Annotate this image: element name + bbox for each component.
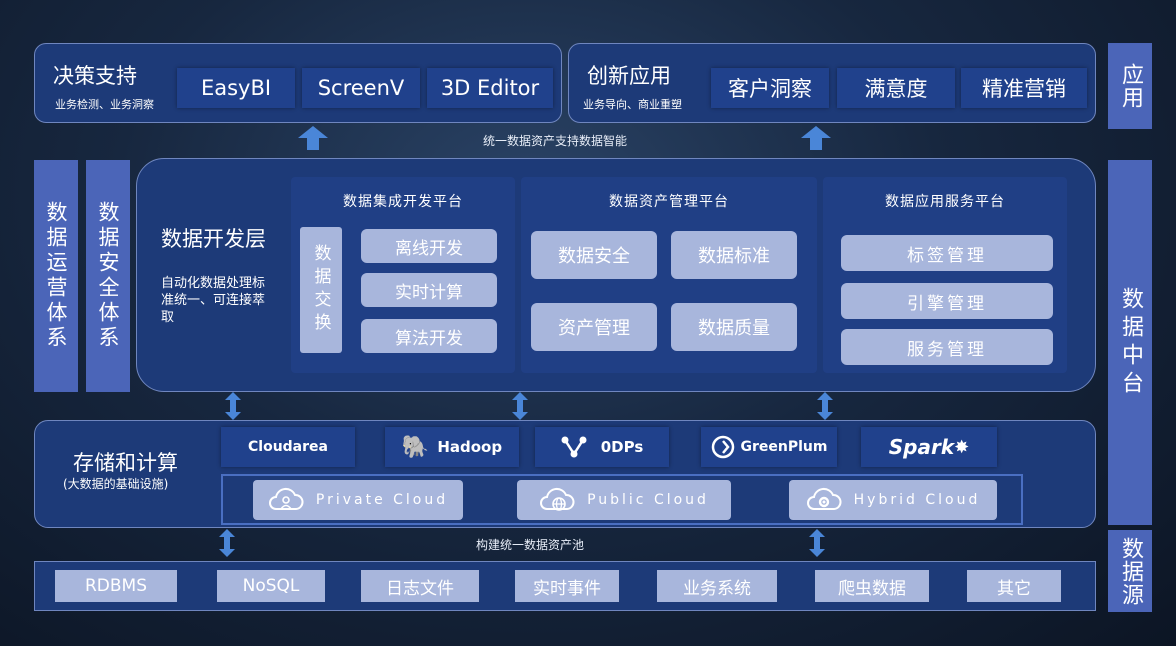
offline-dev[interactable]: 离线开发 — [361, 229, 497, 263]
innovation-panel: 创新应用 业务导向、商业重塑 客户洞察 满意度 精准营销 — [568, 43, 1096, 123]
star-icon: ✸ — [954, 436, 970, 458]
realtime-compute[interactable]: 实时计算 — [361, 273, 497, 307]
nodes-icon — [561, 436, 587, 458]
engine-spark[interactable]: Spark✸ — [861, 427, 997, 467]
source-other[interactable]: 其它 — [967, 570, 1061, 602]
double-arrow-icon — [512, 392, 528, 420]
source-realtime-events[interactable]: 实时事件 — [515, 570, 619, 602]
data-quality[interactable]: 数据质量 — [671, 303, 797, 351]
source-log-files[interactable]: 日志文件 — [361, 570, 479, 602]
tool-precision-marketing[interactable]: 精准营销 — [961, 68, 1087, 108]
double-arrow-icon — [817, 392, 833, 420]
layer-label-middle: 数据中台 — [1108, 160, 1152, 525]
decision-support-panel: 决策支持 业务检测、业务洞察 EasyBI ScreenV 3D Editor — [34, 43, 562, 123]
integration-platform-title: 数据集成开发平台 — [343, 194, 463, 210]
storage-layer-panel: 存储和计算 (大数据的基础设施) Cloudarea 🐘Hadoop 0DPs … — [34, 420, 1096, 528]
cloud-group: Private Cloud Public Cloud Hybrid Cloud — [221, 474, 1023, 525]
storage-title: 存储和计算 — [73, 451, 178, 475]
source-crawler-data[interactable]: 爬虫数据 — [815, 570, 929, 602]
tool-screenv[interactable]: ScreenV — [302, 68, 420, 108]
integration-platform: 数据集成开发平台 数据交换 离线开发 实时计算 算法开发 — [291, 177, 515, 373]
tool-3d-editor[interactable]: 3D Editor — [427, 68, 553, 108]
innovation-title: 创新应用 — [587, 64, 671, 88]
app-caption: 统一数据资产支持数据智能 — [482, 134, 627, 148]
data-dev-layer-desc: 自动化数据处理标准统一、可连接萃取 — [161, 276, 266, 325]
innovation-subtitle: 业务导向、商业重塑 — [583, 98, 682, 111]
storage-caption: 构建统一数据资产池 — [475, 538, 584, 552]
data-security-system: 数据安全体系 — [86, 160, 130, 392]
private-cloud[interactable]: Private Cloud — [253, 480, 463, 520]
data-source-panel: RDBMS NoSQL 日志文件 实时事件 业务系统 爬虫数据 其它 — [34, 561, 1096, 611]
public-cloud[interactable]: Public Cloud — [517, 480, 731, 520]
data-dev-layer-panel: 数据开发层 自动化数据处理标准统一、可连接萃取 数据集成开发平台 数据交换 离线… — [136, 158, 1096, 392]
layer-label-app: 应用 — [1108, 43, 1152, 129]
hybrid-cloud[interactable]: Hybrid Cloud — [789, 480, 997, 520]
tool-customer-insight[interactable]: 客户洞察 — [711, 68, 829, 108]
elephant-icon: 🐘 — [401, 434, 430, 460]
user-cloud-icon — [268, 487, 304, 510]
decision-support-title: 决策支持 — [53, 64, 137, 88]
up-arrow-icon — [298, 126, 328, 150]
source-nosql[interactable]: NoSQL — [217, 570, 325, 602]
gear-cloud-icon — [806, 487, 842, 510]
data-standard[interactable]: 数据标准 — [671, 231, 797, 279]
storage-subtitle: (大数据的基础设施) — [63, 477, 169, 491]
asset-platform: 数据资产管理平台 数据安全 数据标准 资产管理 数据质量 — [521, 177, 817, 373]
engine-hadoop[interactable]: 🐘Hadoop — [385, 427, 519, 467]
double-arrow-icon — [219, 529, 235, 557]
double-arrow-icon — [225, 392, 241, 420]
service-platform: 数据应用服务平台 标签管理 引擎管理 服务管理 — [823, 177, 1067, 373]
greenplum-icon — [711, 435, 734, 459]
service-management[interactable]: 服务管理 — [841, 329, 1053, 365]
double-arrow-icon — [809, 529, 825, 557]
asset-platform-title: 数据资产管理平台 — [609, 194, 729, 210]
data-exchange-box[interactable]: 数据交换 — [300, 227, 342, 353]
engine-odps[interactable]: 0DPs — [535, 427, 669, 467]
service-platform-title: 数据应用服务平台 — [885, 194, 1005, 210]
source-business-systems[interactable]: 业务系统 — [657, 570, 777, 602]
tool-easybi[interactable]: EasyBI — [177, 68, 295, 108]
engine-cloudarea[interactable]: Cloudarea — [221, 427, 355, 467]
data-dev-layer-title: 数据开发层 — [161, 227, 266, 251]
data-operation-system: 数据运营体系 — [34, 160, 78, 392]
algorithm-dev[interactable]: 算法开发 — [361, 319, 497, 353]
decision-support-subtitle: 业务检测、业务洞察 — [55, 98, 154, 111]
up-arrow-icon — [801, 126, 831, 150]
tool-satisfaction[interactable]: 满意度 — [837, 68, 955, 108]
engine-management[interactable]: 引擎管理 — [841, 283, 1053, 319]
layer-label-source: 数据源 — [1108, 530, 1152, 612]
data-security[interactable]: 数据安全 — [531, 231, 657, 279]
globe-cloud-icon — [540, 487, 575, 511]
engine-greenplum[interactable]: GreenPlum — [701, 427, 837, 467]
tag-management[interactable]: 标签管理 — [841, 235, 1053, 271]
source-rdbms[interactable]: RDBMS — [55, 570, 177, 602]
asset-management[interactable]: 资产管理 — [531, 303, 657, 351]
